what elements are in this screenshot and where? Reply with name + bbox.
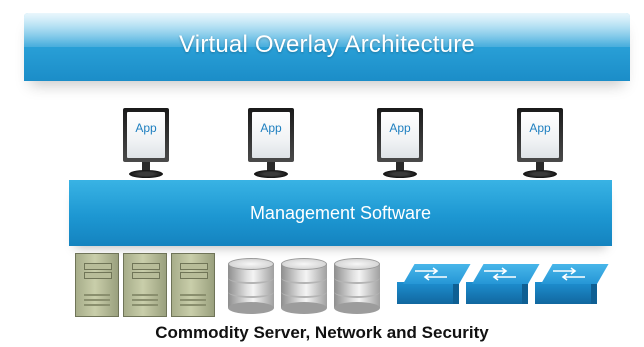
storage-disk-icon	[334, 258, 380, 314]
storage-disk-icon	[281, 258, 327, 314]
server-tower-icon	[75, 253, 119, 317]
management-software-label: Management Software	[249, 203, 432, 223]
app-monitor-icon: App	[377, 108, 423, 180]
app-label: App	[135, 121, 157, 135]
app-label: App	[389, 121, 411, 135]
server-tower-icon	[171, 253, 215, 317]
app-label: App	[260, 121, 282, 135]
app-label: App	[529, 121, 551, 135]
hardware-caption: Commodity Server, Network and Security	[155, 323, 489, 342]
storage-disk-icon	[228, 258, 274, 314]
server-tower-icon	[123, 253, 167, 317]
app-monitor-icon: App	[123, 108, 169, 180]
app-monitor-icon: App	[517, 108, 563, 180]
title-banner: Virtual Overlay Architecture	[24, 13, 630, 81]
network-switch-icon	[397, 262, 471, 308]
network-switch-icon	[466, 262, 540, 308]
network-switch-icon	[535, 262, 609, 308]
diagram-title: Virtual Overlay Architecture	[179, 31, 475, 58]
management-software-layer: Management Software	[69, 180, 612, 246]
app-monitor-icon: App	[248, 108, 294, 180]
